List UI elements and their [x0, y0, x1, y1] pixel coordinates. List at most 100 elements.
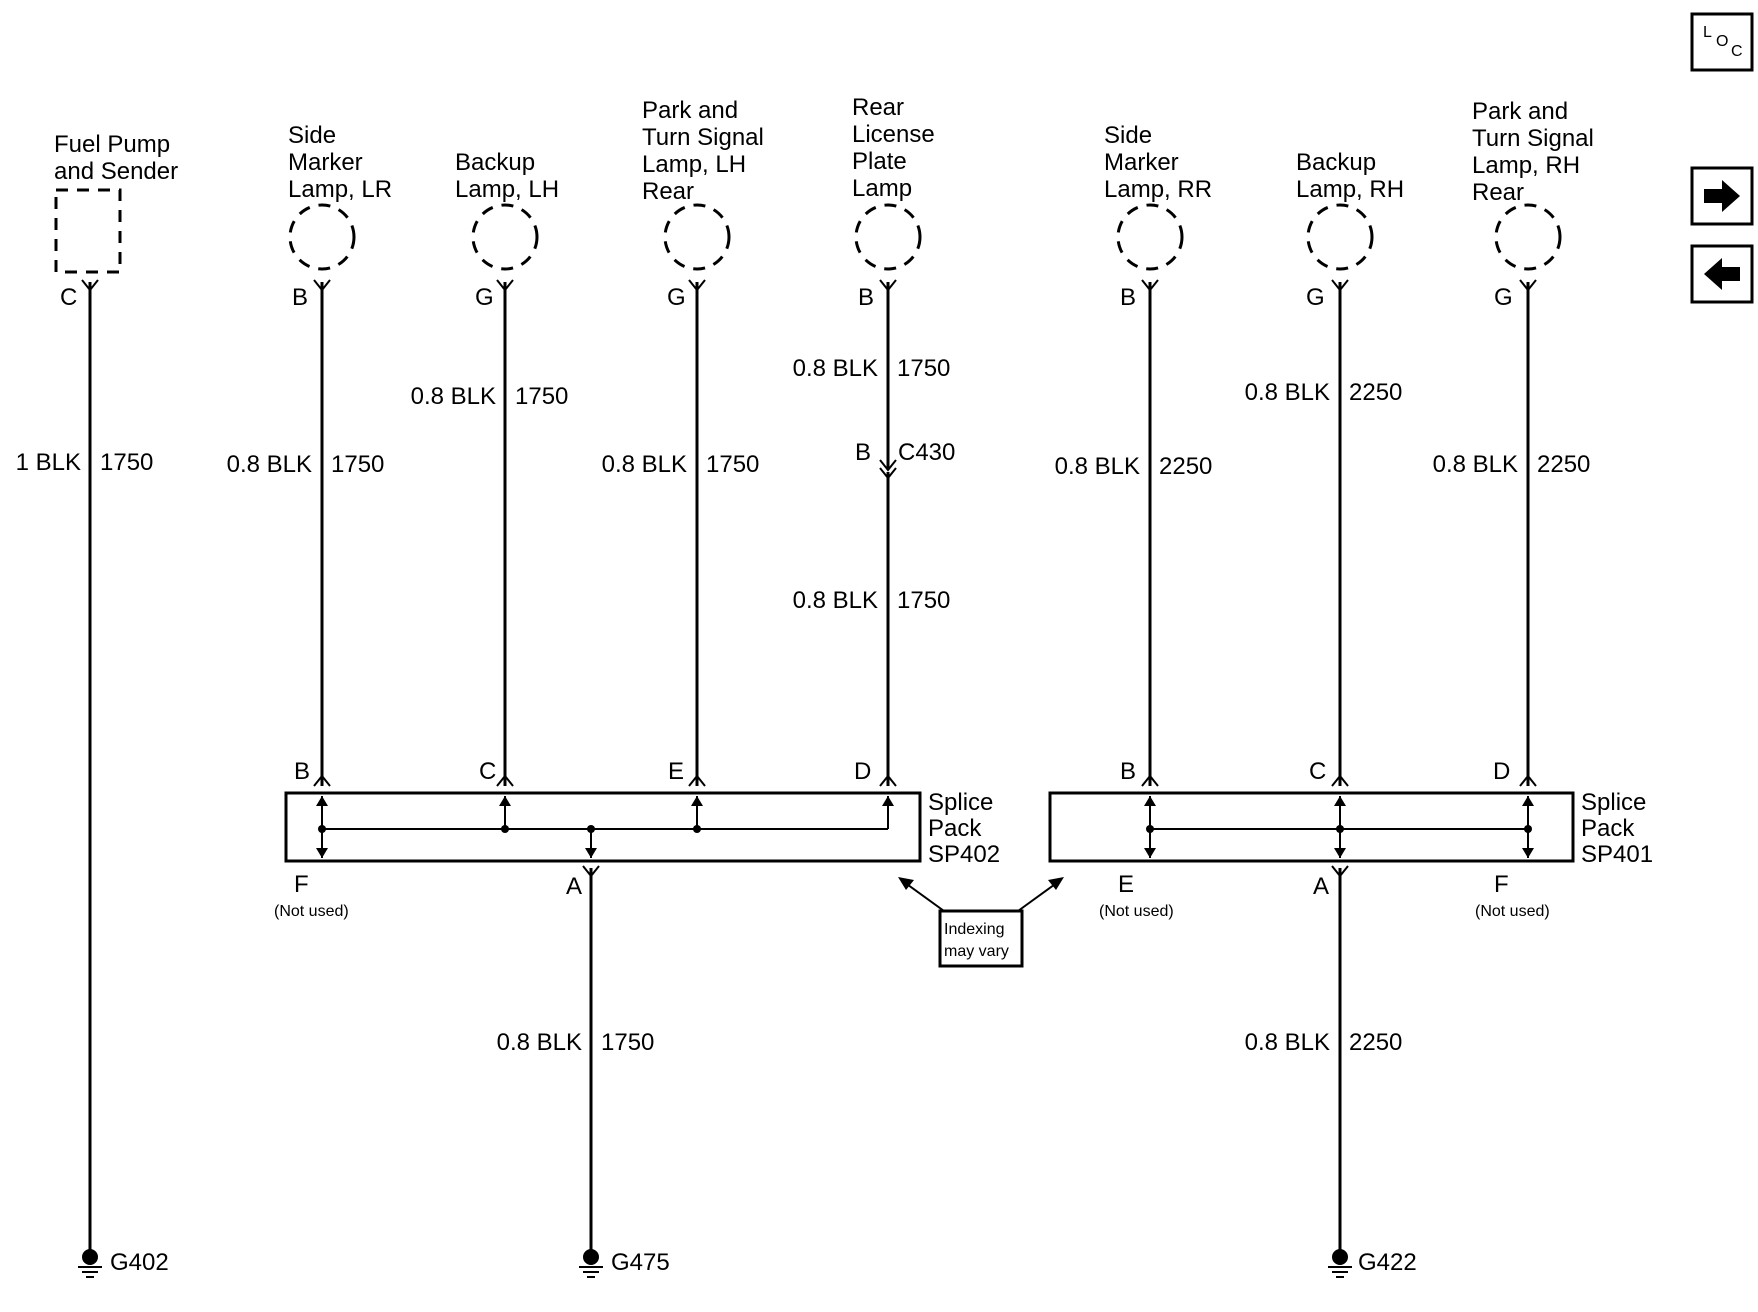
- indexing-note-text: Indexing may vary: [944, 921, 1009, 960]
- next-page-button[interactable]: [1690, 166, 1754, 226]
- pin-sp401-c: C: [1309, 758, 1326, 785]
- terminal-sp401-a: [1331, 865, 1349, 878]
- pin-side-marker-rr: B: [1120, 284, 1136, 311]
- wire-label-backup-lh-gauge: 0.8 BLK: [411, 383, 496, 410]
- terminal-sp402-e: [688, 774, 706, 787]
- license-plate-lamp-icon: [854, 203, 922, 271]
- pin-sp402-e: E: [668, 758, 684, 785]
- wire-labels: 1 BLK 1750 0.8 BLK 1750 0.8 BLK 1750 0.8…: [16, 355, 1591, 1056]
- ground-g402-label: G402: [110, 1249, 169, 1276]
- splice-pack-sp402: Splice Pack SP402: [284, 789, 1000, 868]
- ground-g422-icon: [1328, 1249, 1352, 1278]
- terminal-sp401-c: [1331, 774, 1349, 787]
- wire-label-license-lower-gauge: 0.8 BLK: [793, 587, 878, 614]
- indexing-note: Indexing may vary: [898, 877, 1064, 968]
- terminal-side-marker-lr: [313, 279, 331, 292]
- wire-label-backup-rh-circuit: 2250: [1349, 379, 1402, 406]
- loc-button[interactable]: L O C: [1690, 12, 1754, 72]
- wire-label-fuel-pump-circuit: 1750: [100, 449, 153, 476]
- sp402-node-b: [318, 825, 326, 833]
- sp402-arrow-e: [691, 796, 703, 806]
- pin-sp401-d: D: [1493, 758, 1510, 785]
- sp402-node-e: [693, 825, 701, 833]
- terminal-fuel-pump: [81, 279, 99, 292]
- terminal-sp401-d: [1519, 774, 1537, 787]
- wire-label-sp401-ground-circuit: 2250: [1349, 1029, 1402, 1056]
- pin-sp402-f: F: [294, 871, 309, 898]
- pin-sp401-f: F: [1494, 871, 1509, 898]
- wire-label-side-marker-rr-gauge: 0.8 BLK: [1055, 453, 1140, 480]
- terminal-sp402-d: [879, 774, 897, 787]
- backup-lh-label: Backup Lamp, LH: [455, 149, 559, 203]
- indexing-arrowhead-left: [898, 877, 914, 890]
- terminal-sp402-a: [582, 865, 600, 878]
- wire-label-license-lower-circuit: 1750: [897, 587, 950, 614]
- sp402-arrow-c: [499, 796, 511, 806]
- pin-park-turn-rh: G: [1494, 284, 1513, 311]
- wire-label-backup-lh-circuit: 1750: [515, 383, 568, 410]
- wires: [88, 282, 1530, 1250]
- pin-sp401-e: E: [1118, 871, 1134, 898]
- backup-rh-lamp-icon: [1306, 203, 1374, 271]
- wire-label-side-marker-rr-circuit: 2250: [1159, 453, 1212, 480]
- previous-page-button[interactable]: [1690, 244, 1754, 304]
- wire-label-park-turn-rh-circuit: 2250: [1537, 451, 1590, 478]
- pin-sp402-a: A: [566, 873, 582, 900]
- park-turn-lh-lamp-icon: [663, 203, 731, 271]
- park-turn-rh-lamp-icon: [1494, 203, 1562, 271]
- pin-c430: B: [855, 439, 871, 466]
- indexing-arrowhead-right: [1048, 877, 1064, 890]
- pin-side-marker-lr: B: [292, 284, 308, 311]
- wire-label-park-turn-lh-gauge: 0.8 BLK: [602, 451, 687, 478]
- pin-sp402-c: C: [479, 758, 496, 785]
- connector-c430-label: C430: [898, 439, 955, 466]
- terminal-backup-lh: [496, 279, 514, 292]
- ground-g402-icon: [78, 1249, 102, 1278]
- pin-park-turn-lh: G: [667, 284, 686, 311]
- sp401-node-b: [1146, 825, 1154, 833]
- sp401-body: [1048, 791, 1575, 863]
- nav-buttons: L O C: [1690, 12, 1754, 304]
- fuel-pump-label: Fuel Pump and Sender: [54, 131, 178, 185]
- svg-text:O: O: [1716, 33, 1728, 50]
- pin-sp402-b: B: [294, 758, 310, 785]
- wire-label-park-turn-rh-gauge: 0.8 BLK: [1433, 451, 1518, 478]
- ground-g422-label: G422: [1358, 1249, 1417, 1276]
- grounds: G402 G475 G422: [78, 1249, 1417, 1278]
- pin-fuel-pump: C: [60, 284, 77, 311]
- arrow-right-icon: [1704, 180, 1740, 212]
- pin-backup-rh: G: [1306, 284, 1325, 311]
- sp402-arrow-d: [882, 796, 894, 806]
- indexing-arrow-left: [903, 881, 945, 912]
- terminal-c430-upper: [879, 459, 897, 472]
- sp402-arrow-a: [585, 848, 597, 858]
- loc-icon: L O C: [1703, 24, 1743, 60]
- terminal-sp401-b: [1141, 774, 1159, 787]
- park-turn-rh-label: Park and Turn Signal Lamp, RH Rear: [1472, 98, 1601, 206]
- component-labels: Fuel Pump and Sender Side Marker Lamp, L…: [54, 94, 1601, 206]
- side-marker-lr-label: Side Marker Lamp, LR: [288, 122, 392, 203]
- splice-pack-sp401: Splice Pack SP401: [1048, 789, 1653, 868]
- ground-g475-icon: [579, 1249, 603, 1278]
- side-marker-rr-lamp-icon: [1116, 203, 1184, 271]
- not-used-sp401-e: (Not used): [1099, 903, 1174, 920]
- wire-label-side-marker-lr-circuit: 1750: [331, 451, 384, 478]
- terminal-c430-lower: [879, 467, 897, 480]
- pin-letters: C B G G B B G G B C430 B C E D F A B C D…: [60, 284, 1550, 920]
- fuel-pump-symbol: [54, 188, 122, 274]
- wire-label-sp402-ground-circuit: 1750: [601, 1029, 654, 1056]
- terminal-park-turn-lh: [688, 279, 706, 292]
- terminal-park-turn-rh: [1519, 279, 1537, 292]
- terminal-backup-rh: [1331, 279, 1349, 292]
- wire-label-sp401-ground-gauge: 0.8 BLK: [1245, 1029, 1330, 1056]
- not-used-sp401-f: (Not used): [1475, 903, 1550, 920]
- wire-label-fuel-pump-gauge: 1 BLK: [16, 449, 81, 476]
- not-used-sp402-f: (Not used): [274, 903, 349, 920]
- connector-terminals: [81, 279, 1537, 878]
- wire-label-license-upper-gauge: 0.8 BLK: [793, 355, 878, 382]
- ground-g475-label: G475: [611, 1249, 670, 1276]
- arrow-left-icon: [1704, 258, 1740, 290]
- sp402-body: [284, 791, 922, 863]
- pin-sp401-b: B: [1120, 758, 1136, 785]
